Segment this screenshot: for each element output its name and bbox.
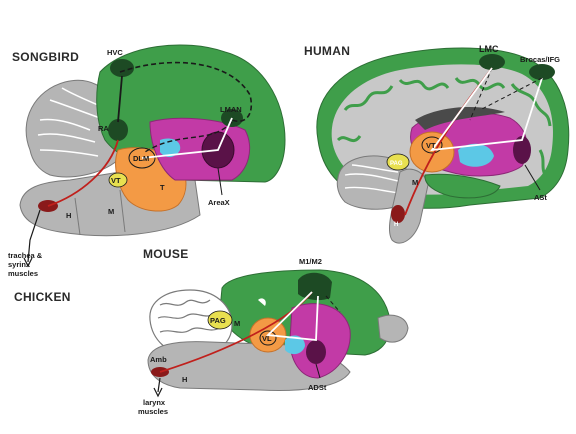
mouse-adst-label: ADSt — [308, 383, 327, 392]
mouse-muscles-label: muscles — [138, 407, 168, 416]
human-m-label: M — [412, 178, 418, 187]
mouse-m-label: M — [234, 319, 240, 328]
human-lmc-label: LMC — [479, 44, 499, 54]
songbird-muscles-label: muscles — [8, 269, 38, 278]
human-nucleus-ambiguus — [391, 205, 405, 223]
songbird-t-label: T — [160, 183, 165, 192]
human-broca-label: Brocas/IFG — [520, 55, 560, 64]
human-vt-label: VT — [426, 141, 436, 150]
mouse-m1m2-label: M1/M2 — [299, 257, 322, 266]
human-lmc — [479, 54, 505, 70]
mouse-pag-label: PAG — [210, 316, 226, 325]
songbird-brain: HVC RA LMAN DLM T VT AreaX H M trachea &… — [8, 45, 285, 278]
songbird-trachea-label: trachea & — [8, 251, 43, 260]
human-ast-label: ASt — [534, 193, 547, 202]
mouse-brain: M1/M2 ADSt PAG Amb VL M H larynx muscles — [138, 257, 408, 416]
human-broca — [529, 64, 555, 80]
songbird-m-label: M — [108, 207, 114, 216]
songbird-syrinx-label: syrinx — [8, 260, 31, 269]
songbird-areax-label: AreaX — [208, 198, 230, 207]
songbird-dlm-label: DLM — [133, 154, 149, 163]
mouse-vl-label: VL — [262, 334, 272, 343]
mouse-m1m2 — [298, 273, 332, 300]
human-brain: LMC Brocas/IFG ASt PAG VT M H — [317, 44, 569, 243]
mouse-olfactory — [378, 315, 408, 342]
songbird-ra — [108, 119, 128, 141]
mouse-adst — [306, 340, 326, 364]
human-h-label: H — [394, 222, 398, 228]
songbird-lman-label: LMAN — [220, 105, 242, 114]
songbird-hvc-label: HVC — [107, 48, 123, 57]
mouse-amb-label: Amb — [150, 355, 167, 364]
songbird-vt-label: VT — [111, 176, 121, 185]
mouse-h-label: H — [182, 375, 187, 384]
mouse-larynx-label: larynx — [143, 398, 166, 407]
songbird-ra-label: RA — [98, 124, 109, 133]
songbird-h-label: H — [66, 211, 71, 220]
human-pag-label: PAG — [390, 161, 403, 167]
